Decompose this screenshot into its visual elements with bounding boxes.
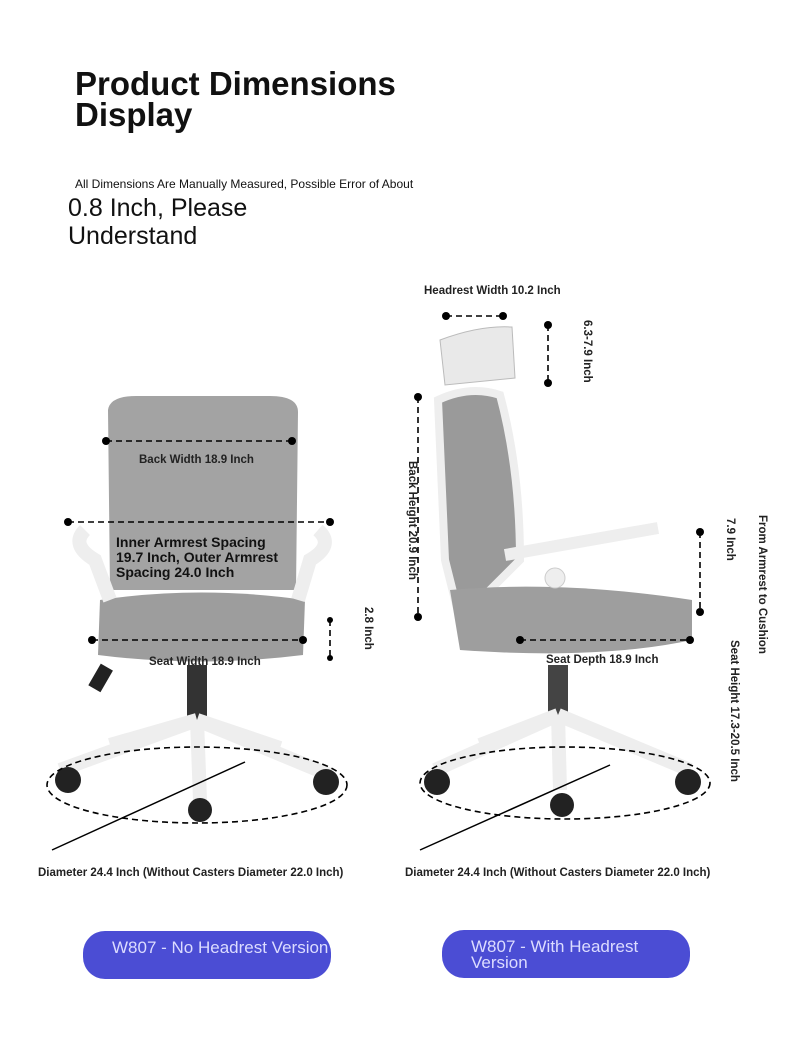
seat-width-label: Seat Width 18.9 Inch <box>149 656 261 668</box>
dimension-endpoints <box>64 312 704 661</box>
right-chair-image <box>424 326 701 817</box>
measurement-note: All Dimensions Are Manually Measured, Po… <box>75 177 414 191</box>
no-headrest-version-button[interactable]: W807 - No Headrest Version <box>83 931 331 979</box>
headrest-adjust-label: 6.3-7.9 Inch <box>581 320 593 383</box>
armrest-height-label: 7.9 Inch <box>724 518 736 561</box>
diameter-pointer-left <box>51 761 246 851</box>
measurement-note-large: 0.8 Inch, Please Understand <box>68 194 248 250</box>
armrest-spacing-label: Inner Armrest Spacing 19.7 Inch, Outer A… <box>116 534 279 580</box>
left-chair-image <box>55 395 339 822</box>
with-headrest-version-button[interactable]: W807 - With Headrest Version <box>442 930 690 978</box>
right-diameter-label: Diameter 24.4 Inch (Without Casters Diam… <box>405 867 711 879</box>
headrest-width-label: Headrest Width 10.2 Inch <box>424 285 561 297</box>
diameter-pointer-right <box>419 764 611 851</box>
seat-depth-label: Seat Depth 18.9 Inch <box>546 654 659 666</box>
page-title: Product Dimensions Display <box>75 65 396 133</box>
back-width-label: Back Width 18.9 Inch <box>139 454 254 466</box>
back-height-label: Back Height 20.9 Inch <box>406 461 418 580</box>
seat-thickness-label: 2.8 Inch <box>362 607 374 650</box>
seat-height-label: Seat Height 17.3-20.5 Inch <box>728 640 740 782</box>
armrest-to-cushion-label: From Armrest to Cushion <box>756 515 768 654</box>
left-diameter-label: Diameter 24.4 Inch (Without Casters Diam… <box>38 867 344 879</box>
dimension-lines <box>46 315 711 824</box>
